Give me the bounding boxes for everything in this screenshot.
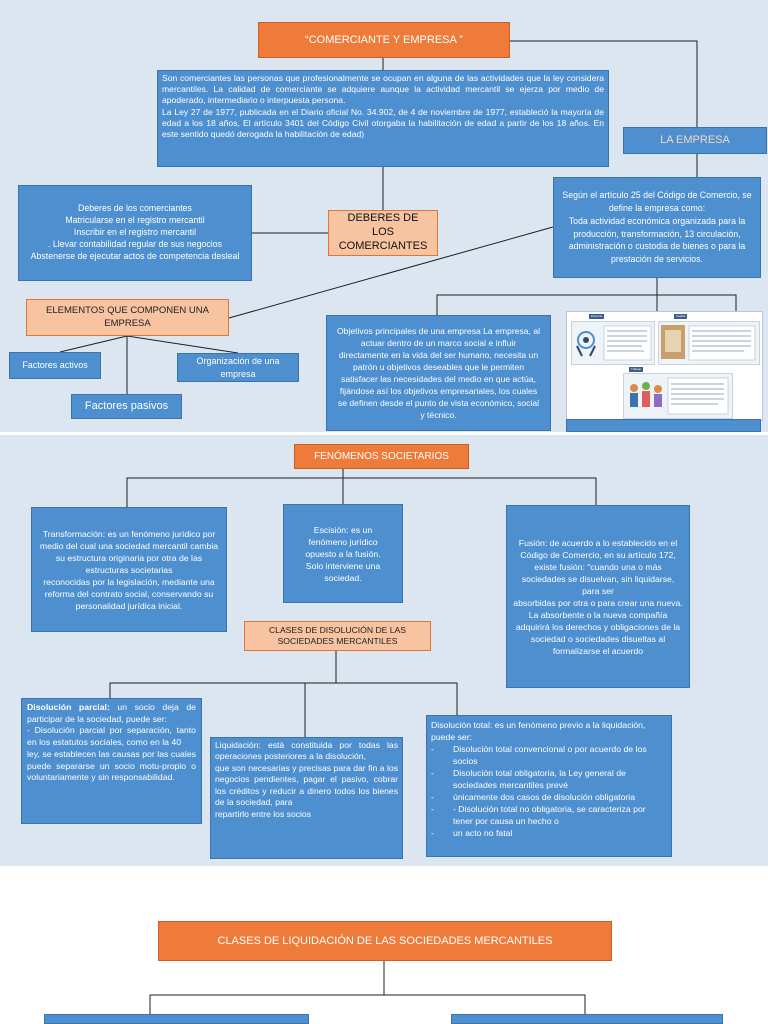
workers-icon (630, 377, 729, 415)
disolucion-total-box: Disolución total: es un fenómeno previo … (426, 715, 672, 857)
fenomenos-societarios-title: FENÓMENOS SOCIETARIOS (294, 444, 469, 469)
infographic-card-trabajo (623, 373, 733, 419)
deberes-comerciantes-title: DEBERES DE LOS COMERCIANTES (328, 210, 438, 256)
disolucion-parcial-text: un socio deja de participar de la socied… (27, 702, 196, 783)
empresa-elements-infographic: Persona Capital Trabajo (566, 311, 763, 421)
infographic-tag: Capital (674, 314, 688, 319)
infographic-card-capital (658, 321, 760, 365)
disolucion-total-item: -un acto no fatal (431, 828, 513, 838)
infographic-tag: Persona (589, 314, 605, 319)
infographic-base-bar (566, 419, 761, 432)
clases-liquidacion-title: CLASES DE LIQUIDACIÓN DE LAS SOCIEDADES … (158, 921, 612, 961)
transformacion-box: Transformación: es un fenómeno jurídico … (31, 507, 227, 632)
infographic-tag: Trabajo (629, 367, 644, 372)
factores-pasivos-box: Factores pasivos (71, 394, 182, 419)
disolucion-total-item: -- Disolución total no obligatoria, se c… (431, 804, 646, 826)
elementos-empresa-title: ELEMENTOS QUE COMPONEN UNA EMPRESA (26, 299, 229, 336)
clases-disolucion-title: CLASES DE DISOLUCIÓN DE LAS SOCIEDADES M… (244, 621, 431, 651)
disolucion-total-intro: Disolución total: es un fenómeno previo … (431, 720, 646, 742)
capital-icon (661, 325, 756, 361)
disolucion-total-item: -Disolución total convencional o por acu… (431, 744, 647, 766)
objetivos-empresa-box: Objetivos principales de una empresa La … (326, 315, 551, 431)
infographic-card-persona (571, 321, 655, 365)
organizacion-empresa-box: Organización de una empresa (177, 353, 299, 382)
comerciante-definition-box: Son comerciantes las personas que profes… (157, 70, 609, 167)
factores-activos-box: Factores activos (9, 352, 101, 379)
liquidacion-class-box-right (451, 1014, 723, 1024)
disolucion-total-item: -Disolución total obligatoria, la Ley ge… (431, 768, 626, 790)
escision-box: Escisión: es un fenómeno jurídico opuest… (283, 504, 403, 603)
articulo-25-box: Según el artículo 25 del Código de Comer… (553, 177, 761, 278)
liquidacion-box: Liquidación: está constituida por todas … (210, 737, 403, 859)
comerciante-empresa-title: “COMERCIANTE Y EMPRESA ” (258, 22, 510, 58)
deberes-list-box: Deberes de los comerciantes Matricularse… (18, 185, 252, 281)
disolucion-total-item: -únicamente dos casos de disolución obli… (431, 792, 636, 802)
fusion-box: Fusión: de acuerdo a lo establecido en e… (506, 505, 690, 688)
people-icon (576, 325, 652, 361)
disolucion-parcial-heading: Disolución parcial: (27, 702, 110, 712)
liquidacion-class-box-left (44, 1014, 309, 1024)
disolucion-parcial-box: Disolución parcial: un socio deja de par… (21, 698, 202, 824)
la-empresa-label: LA EMPRESA (623, 127, 767, 154)
